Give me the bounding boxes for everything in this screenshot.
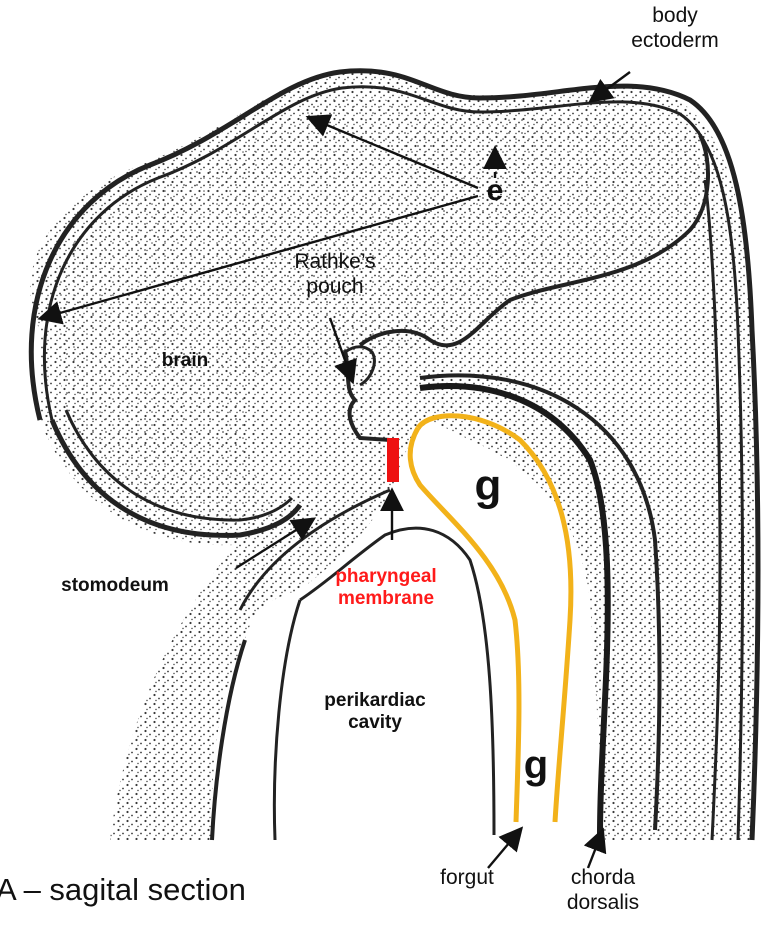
label-body-ectoderm: body ectoderm [610,4,740,54]
figure-caption: A – sagital section [0,872,246,909]
label-perikardiac-cavity: perikardiac cavity [300,690,450,735]
ventral-wall-left-2 [274,600,300,840]
foregut-highlight-inner [410,428,519,822]
marker-e: e [487,174,504,207]
label-forgut: forgut [412,866,522,891]
label-brain: brain [140,350,230,372]
label-chorda-dorsalis: chorda dorsalis [548,866,658,916]
marker-g-lower: g [524,743,548,787]
arrow-forgut [488,830,520,868]
arrow-chorda-dorsalis [588,832,602,868]
label-stomodeum: stomodeum [40,575,190,597]
label-rathke-pouch: Rathke’s pouch [280,250,390,300]
marker-g-upper: g [475,461,502,510]
label-pharyngeal-membrane: pharyngeal membrane [306,566,466,611]
pharyngeal-membrane-highlight [387,438,399,482]
